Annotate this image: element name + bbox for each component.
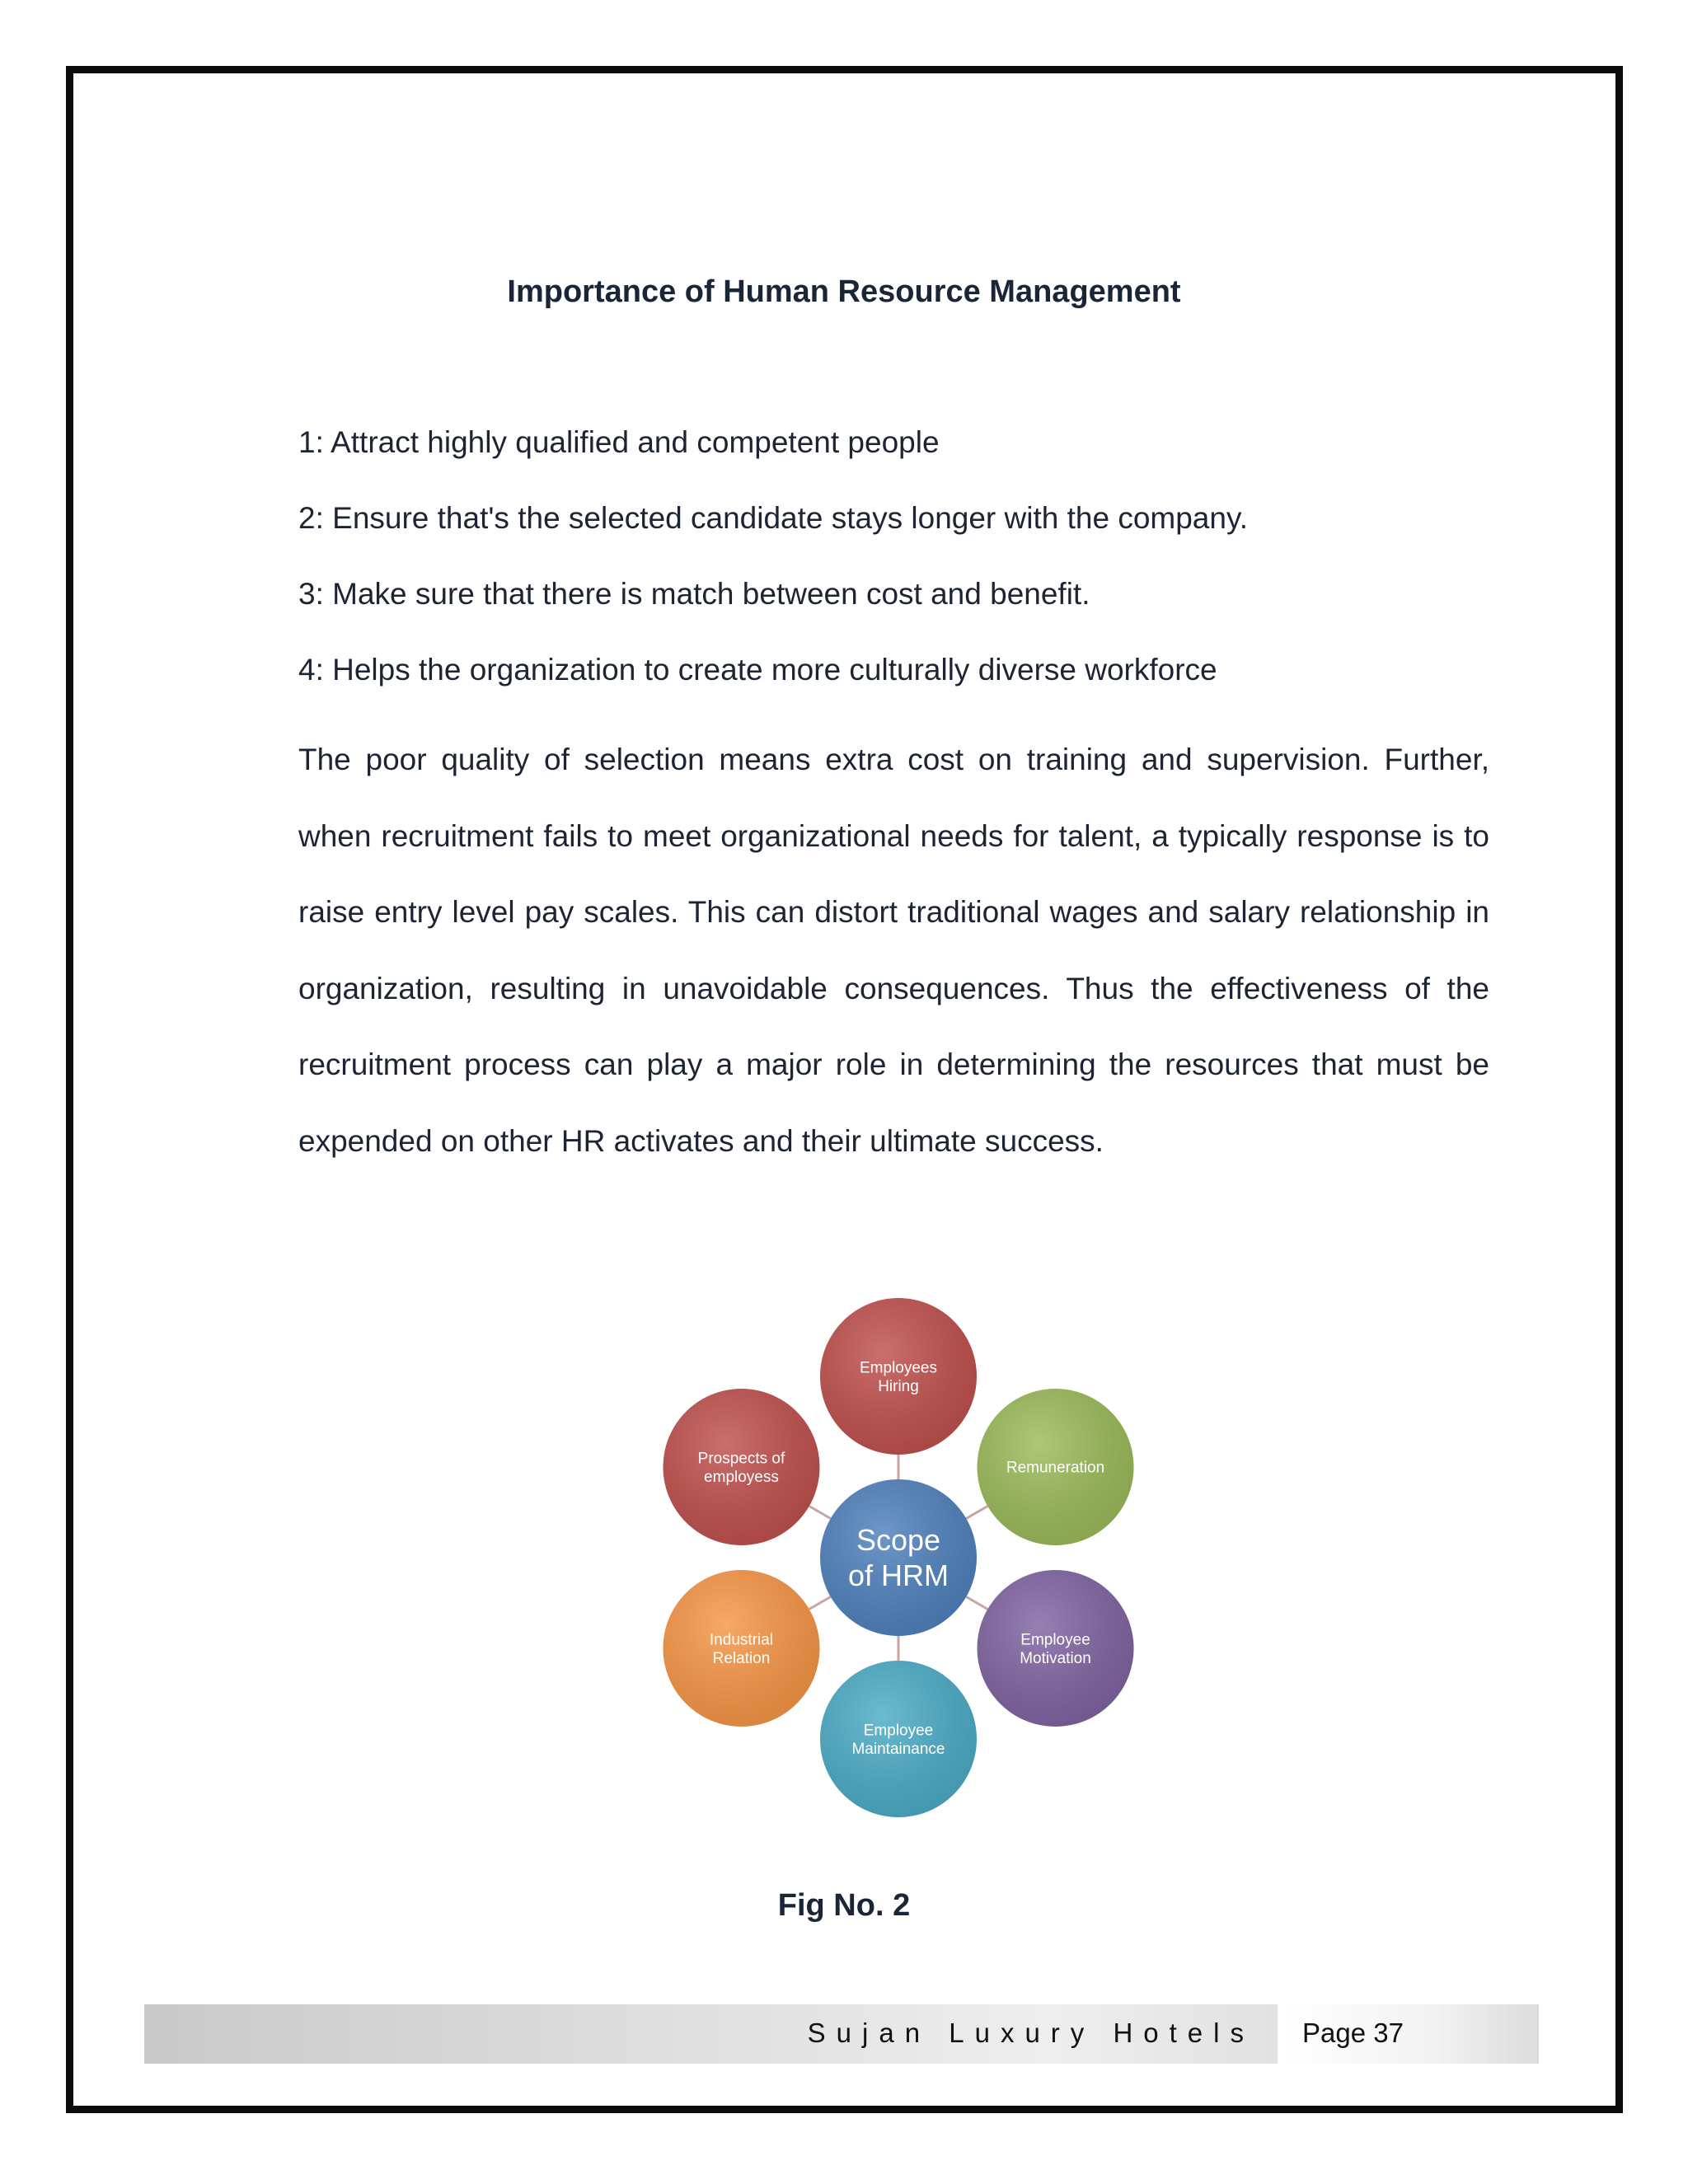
list-item: 1: Attract highly qualified and competen…	[298, 425, 940, 459]
diagram-node-label: Hiring	[878, 1378, 919, 1395]
list-item: 2: Ensure that's the selected candidate …	[298, 501, 1248, 535]
footer-bar: Sujan Luxury Hotels	[144, 2004, 1278, 2064]
connector-line	[808, 1505, 832, 1520]
diagram-node: Prospects of employess	[663, 1389, 820, 1545]
diagram-node-shading	[820, 1661, 977, 1817]
list-item: 4: Helps the organization to create more…	[298, 653, 1217, 687]
diagram-node-label: Motivation	[1020, 1650, 1091, 1667]
connector-line	[965, 1596, 989, 1610]
diagram-node-shading	[977, 1570, 1134, 1727]
diagram-node-label: Remuneration	[1006, 1460, 1104, 1477]
diagram-node-label: Industrial	[710, 1631, 773, 1648]
diagram-node-shading	[663, 1389, 820, 1545]
diagram-node: Remuneration	[977, 1389, 1134, 1545]
page-number: Page 37	[1302, 2018, 1404, 2048]
diagram-node-label: Maintainance	[851, 1741, 945, 1758]
diagram-node-label: Prospects of	[698, 1450, 785, 1467]
list-item: 3: Make sure that there is match between…	[298, 577, 1090, 611]
diagram-node-shading	[977, 1389, 1134, 1545]
diagram-node-label: employess	[704, 1469, 779, 1486]
diagram-node-label: Employee	[864, 1722, 934, 1739]
diagram-node-shading	[820, 1298, 977, 1455]
diagram-center-label: Scope	[856, 1523, 940, 1557]
connector-line	[965, 1505, 989, 1520]
diagram-center-shading	[820, 1479, 977, 1636]
diagram-node-label: Employees	[860, 1359, 937, 1376]
figure-caption: Fig No. 2	[777, 1888, 911, 1923]
page-border	[66, 66, 1623, 2113]
connector-line	[808, 1596, 832, 1610]
diagram-center-label: of HRM	[848, 1558, 949, 1592]
footer-hotel-name: Sujan Luxury Hotels	[807, 2018, 1254, 2048]
diagram-node-shading	[663, 1570, 820, 1727]
footer-page-box: Page 37	[1282, 2004, 1539, 2064]
page-title: Importance of Human Resource Management	[507, 274, 1181, 309]
diagram-node-label: Employee	[1020, 1631, 1090, 1648]
diagram-svg: EmployeesHiringRemunerationEmployeeMotiv…	[663, 1298, 1134, 1817]
diagram-node-label: Relation	[713, 1650, 771, 1667]
body-paragraph: The poor quality of selection means extr…	[298, 743, 1489, 1158]
page-footer: Sujan Luxury Hotels Page 37	[144, 2004, 1539, 2064]
